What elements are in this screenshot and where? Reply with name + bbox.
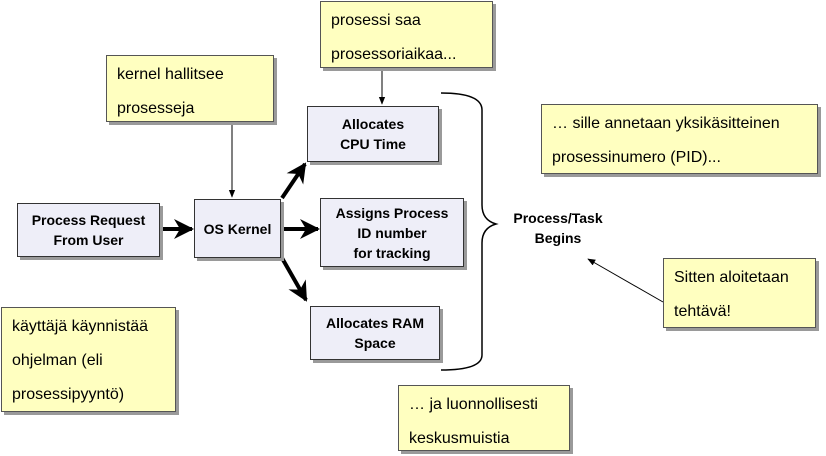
note-cpu: prosessi saa prosessoriaikaa... — [320, 1, 493, 68]
note-kernel: kernel hallitsee prosesseja — [106, 55, 274, 122]
os-kernel-box: OS Kernel — [194, 199, 281, 258]
allocates-ram-box: Allocates RAM Space — [310, 306, 440, 360]
allocates-cpu-box: Allocates CPU Time — [307, 106, 439, 162]
process-request-box: Process Request From User — [17, 203, 160, 257]
process-task-begins-label: Process/Task Begins — [513, 210, 603, 246]
arrow-kernel-to-ram — [280, 257, 308, 302]
assigns-pid-box: Assigns Process ID number for tracking — [320, 198, 464, 267]
callout-start-line — [587, 258, 664, 303]
note-ram: … ja luonnollisesti keskusmuistia — [398, 385, 570, 451]
note-pid: … sille annetaan yksikäsitteinen prosess… — [541, 104, 818, 174]
arrow-kernel-to-cpu — [280, 162, 307, 200]
curly-brace — [440, 92, 499, 371]
note-start: Sitten aloitetaan tehtävä! — [663, 258, 816, 328]
note-user: käyttäjä käynnistää ohjelman (eli proses… — [1, 307, 176, 412]
